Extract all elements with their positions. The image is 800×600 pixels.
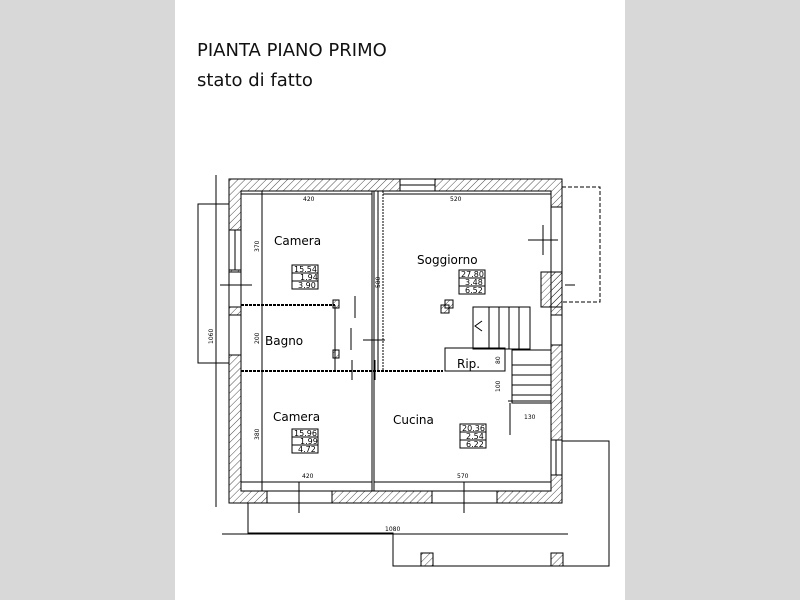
door-left [228,271,242,308]
dim-stair-width: 130 [524,414,536,421]
window-right-stair [550,314,563,346]
room-window: 4.72 [298,445,316,454]
closet-rip [444,347,506,372]
dim-total-width: 1080 [385,526,400,533]
room-label-cucina: Cucina [393,413,434,427]
room-area: 15.96 [294,429,317,438]
dim-camera-bottom-height: 380 [254,428,261,440]
dim-bagno-height: 200 [254,332,261,344]
room-ratio: 1.99 [300,437,318,446]
staircase-lower [509,349,552,435]
room-ratio: 1.94 [300,273,318,282]
room-area: 27.80 [461,270,484,279]
room-area: 20.36 [462,424,485,433]
room-label-camera-top: Camera [274,234,321,248]
dim-stair-height: 100 [495,380,502,392]
staircase-upper [472,306,531,350]
room-label-camera-bottom: Camera [273,410,320,424]
dim-top-right: 520 [450,196,462,203]
dim-bottom-right: 570 [457,473,469,480]
dim-bottom-left: 420 [302,473,314,480]
dim-top-left: 420 [303,196,315,203]
drawing-subtitle: stato di fatto [197,70,313,91]
outer-walls [228,178,563,504]
dim-rip-height: 80 [495,356,502,364]
terrace-outline [247,440,610,567]
dim-camera-top-height: 370 [254,240,261,252]
room-area: 15.54 [294,265,317,274]
room-ratio: 3.48 [465,278,483,287]
window-bagno [228,314,242,356]
balcony-outline [562,186,601,303]
room-ratio: 2.54 [466,432,484,441]
room-window: 6.22 [466,440,484,449]
drawing-title: PIANTA PIANO PRIMO [197,40,387,61]
left-outline [197,203,229,364]
room-window: 6.52 [465,286,483,295]
dim-soggiorno-height: 580 [375,276,382,288]
room-label-soggiorno: Soggiorno [417,253,478,267]
room-label-bagno: Bagno [265,334,303,348]
partition-vertical [371,190,375,492]
room-window: 3.90 [298,281,316,290]
room-label-rip: Rip. [457,357,480,371]
dim-total-height: 1060 [208,329,215,344]
